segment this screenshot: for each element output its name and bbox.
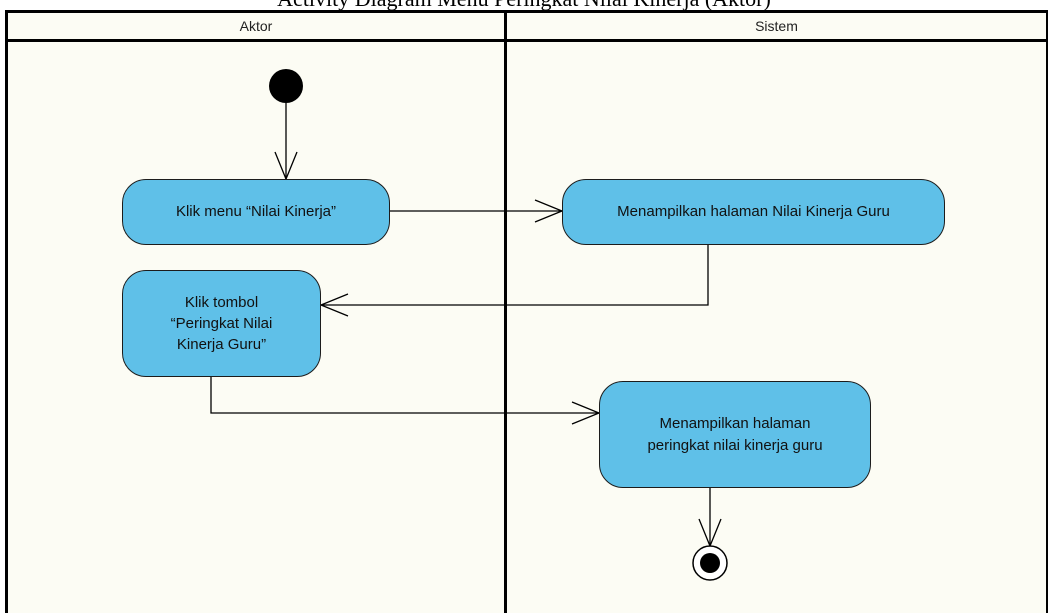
activity-label-line: Klik tombol <box>184 293 259 311</box>
lane-header-sistem: Sistem <box>755 18 798 34</box>
activity-label-line: Menampilkan halaman <box>659 415 811 433</box>
lane-header-aktor: Aktor <box>239 18 273 34</box>
activity-tampil-peringkat: Menampilkan halaman peringkat nilai kine… <box>599 381 871 488</box>
lane-header-separator <box>5 39 1048 42</box>
activity-klik-menu: Klik menu “Nilai Kinerja” <box>122 179 390 245</box>
edge-tampil-halaman-to-klik-tombol <box>321 244 709 306</box>
activity-label-line: Kinerja Guru” <box>176 336 267 354</box>
page-caption: Activity Diagram Menu Peringkat Nilai Ki… <box>0 0 1048 12</box>
lane-divider <box>504 10 507 613</box>
activity-label: Menampilkan halaman Nilai Kinerja Guru <box>617 203 890 221</box>
activity-klik-tombol: Klik tombol “Peringkat Nilai Kinerja Gur… <box>122 270 321 377</box>
activity-tampil-halaman: Menampilkan halaman Nilai Kinerja Guru <box>562 179 945 245</box>
activity-label-line: “Peringkat Nilai <box>170 314 273 332</box>
end-node-inner <box>700 553 720 573</box>
arrowhead <box>319 293 349 317</box>
activity-label: Klik menu “Nilai Kinerja” <box>175 203 337 221</box>
edge-klik-tombol-to-tampil-peringkat <box>210 376 599 414</box>
activity-label-line: peringkat nilai kinerja guru <box>647 436 823 454</box>
start-node <box>269 69 303 103</box>
